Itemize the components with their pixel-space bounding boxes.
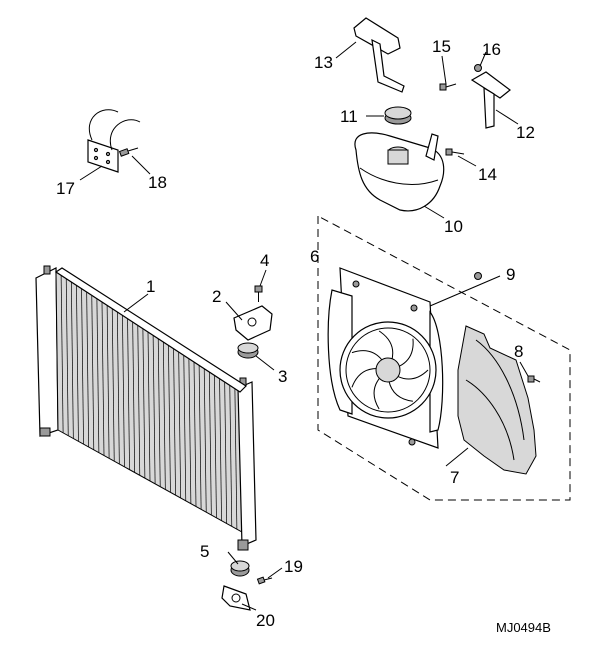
expansion-tank (354, 132, 445, 212)
fan-shroud (327, 267, 444, 449)
upper-bolt (254, 285, 263, 302)
tank-bracket-left (353, 17, 405, 93)
callout-3: 3 (278, 367, 287, 386)
callout-10: 10 (444, 217, 463, 236)
lower-mount-rubber (230, 560, 250, 577)
callout-15: 15 (432, 37, 451, 56)
lower-bolt (256, 576, 273, 585)
fan-cowl (457, 325, 537, 475)
callout-2: 2 (212, 287, 221, 306)
callout-9: 9 (506, 265, 515, 284)
tank-bolt (445, 148, 465, 156)
callout-16: 16 (482, 40, 501, 59)
callout-7: 7 (450, 468, 459, 487)
tank-bracket-right (470, 71, 511, 129)
reference-code: MJ0494B (496, 620, 551, 635)
screw-clip (118, 147, 139, 157)
callout-19: 19 (284, 557, 303, 576)
leader-lines (79, 41, 529, 611)
bracket-nut (474, 64, 482, 72)
radiator (35, 265, 257, 551)
filler-cap (384, 106, 412, 125)
cowl-screw (527, 375, 541, 383)
upper-mount-bracket (233, 305, 273, 341)
callout-12: 12 (516, 123, 535, 142)
fan-nut (474, 272, 482, 280)
lower-mount-bracket (221, 585, 251, 611)
callout-11: 11 (340, 107, 358, 126)
callout-1: 1 (146, 277, 155, 296)
radiator-core-fins (60, 275, 238, 530)
upper-mount-rubber (237, 342, 259, 359)
callout-17: 17 (56, 179, 75, 198)
hose-clip-bracket (87, 109, 141, 173)
callout-4: 4 (260, 251, 269, 270)
bracket-screw (439, 83, 457, 91)
callout-6: 6 (310, 247, 319, 266)
callout-18: 18 (148, 173, 167, 192)
fan-assembly-boundary (317, 215, 571, 501)
callout-5: 5 (200, 542, 209, 561)
callout-8: 8 (514, 342, 523, 361)
callout-13: 13 (314, 53, 333, 72)
callout-14: 14 (478, 165, 497, 184)
callout-20: 20 (256, 611, 275, 630)
